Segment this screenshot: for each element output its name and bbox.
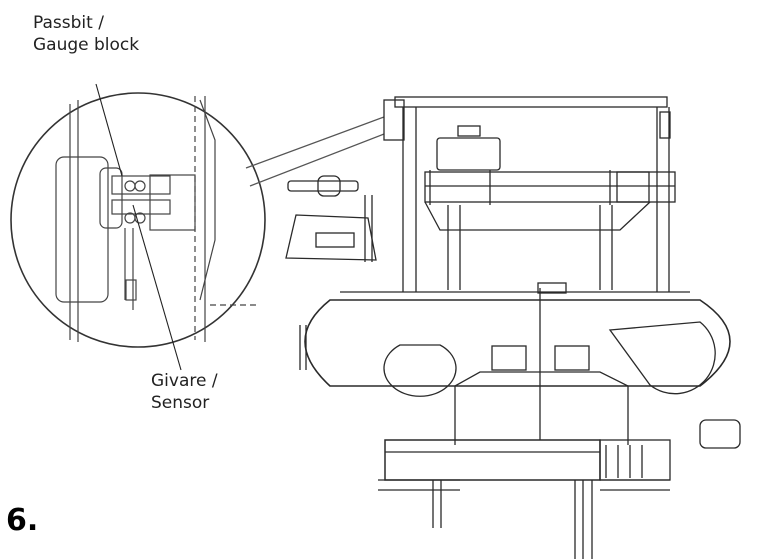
sensor-label-line-1: Givare / [151, 371, 218, 391]
gauge-block-label: Passbit / Gauge block [33, 12, 139, 56]
sawmill-machine [285, 96, 741, 559]
detail-zoom-circle [10, 83, 385, 371]
gauge-block-label-line-1: Passbit / [33, 13, 104, 33]
sensor-label-line-2: Sensor [151, 393, 210, 413]
sensor-label: Givare / Sensor [151, 370, 218, 414]
step-number: 6. [6, 503, 39, 538]
gauge-block-label-line-2: Gauge block [33, 35, 140, 55]
